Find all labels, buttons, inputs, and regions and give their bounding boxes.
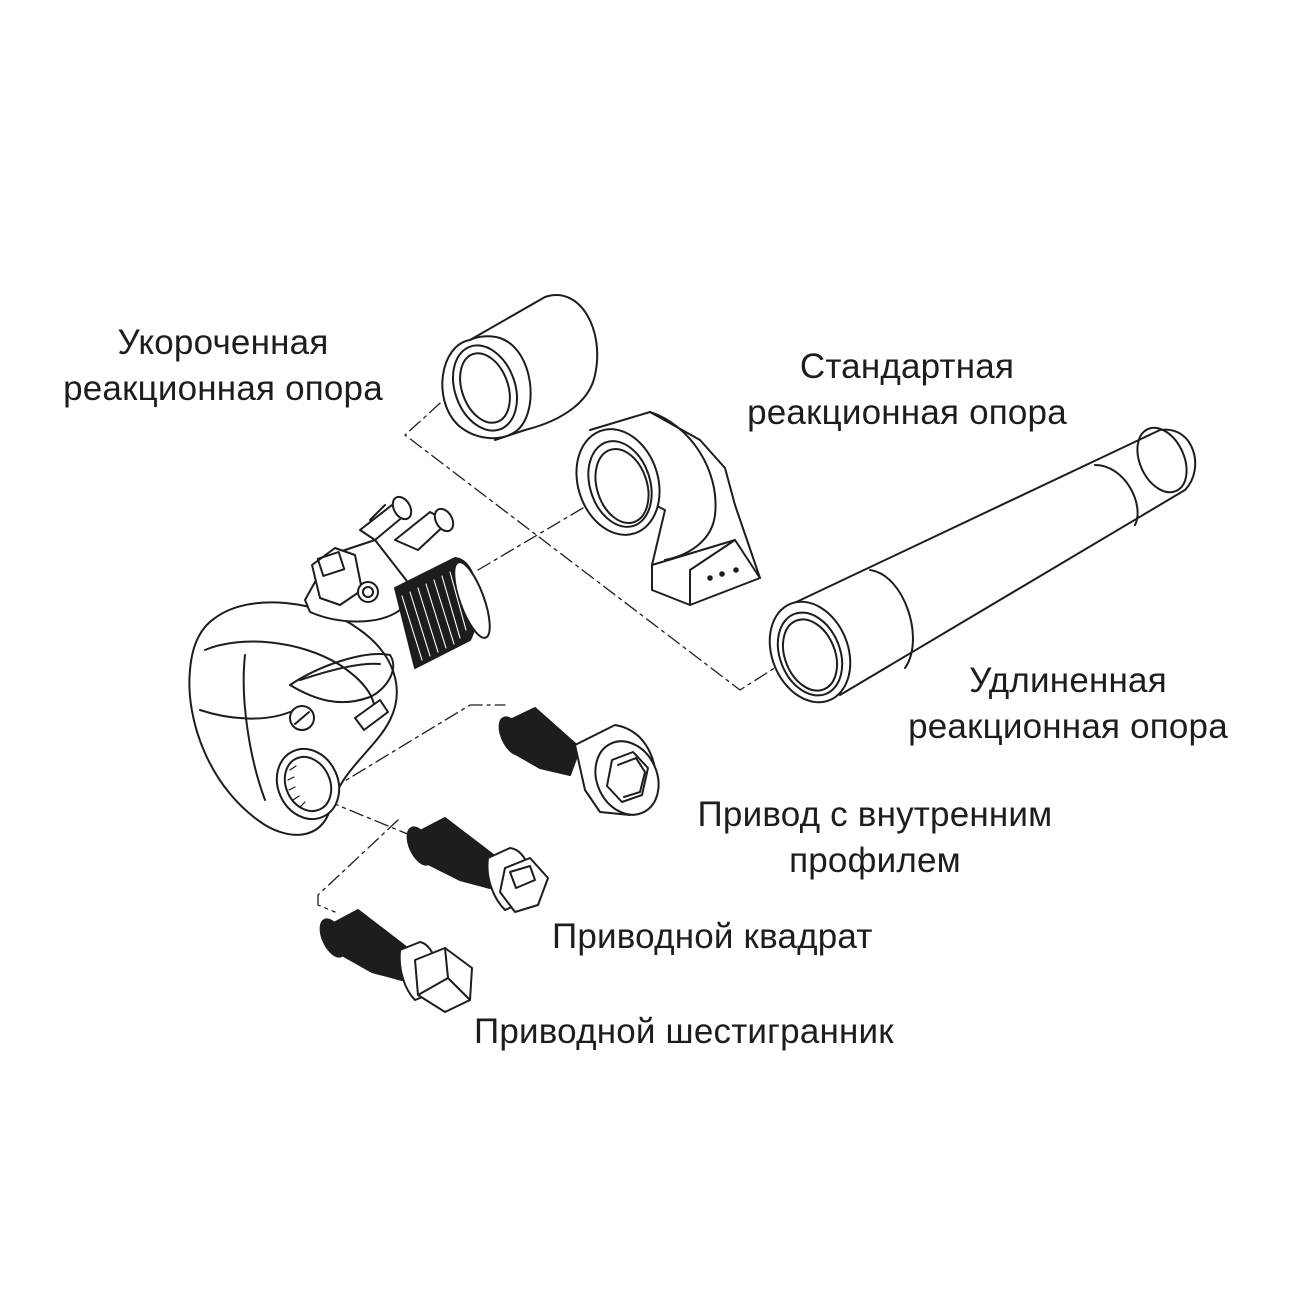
ratchet-teeth [287, 765, 306, 808]
label-standard-support: Стандартная реакционная опора [747, 347, 1067, 432]
guide-short-support [404, 384, 796, 691]
standard-reaction-support [575, 411, 761, 606]
knurled-motor-cylinder [394, 557, 491, 669]
hydraulic-wrench-body [188, 495, 455, 836]
label-hex-drive: Приводной шестигранник [474, 1012, 894, 1051]
internal-profile-drive [498, 707, 660, 816]
label-internal-profile-drive: Привод с внутренним профилем [697, 795, 1053, 880]
guide-square [324, 799, 411, 836]
label-long-support: Удлиненная реакционная опора [908, 661, 1228, 746]
guide-standard-support [477, 504, 589, 571]
short-reaction-support [441, 294, 599, 441]
long-reaction-support [768, 426, 1197, 704]
guide-lines [317, 384, 796, 913]
label-short-support: Укороченная реакционная опора [63, 323, 383, 408]
guide-drives [329, 704, 506, 791]
guide-hex [317, 819, 399, 913]
hex-drive [319, 909, 473, 1013]
label-square-drive: Приводной квадрат [552, 917, 873, 956]
square-drive [406, 817, 549, 913]
